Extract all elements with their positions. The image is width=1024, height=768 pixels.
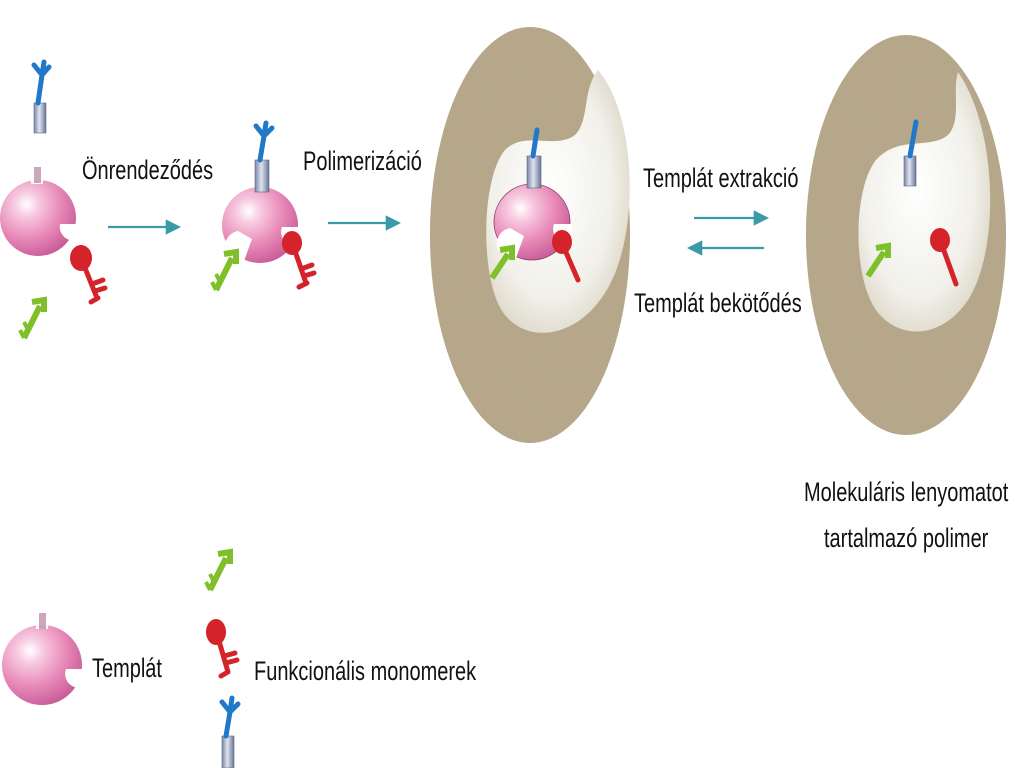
product-label-line2: tartalmazó polimer <box>824 523 988 553</box>
step-label-template-extraction: Templát extrakció <box>643 163 798 193</box>
green-monomer-icon <box>212 252 236 290</box>
step-label-template-binding: Templát bekötődés <box>634 288 802 318</box>
legend-green-monomer-icon <box>206 552 230 590</box>
step-label-polymerization: Polimerizáció <box>303 146 422 176</box>
stage-2-complex <box>212 123 314 290</box>
stage-3-polymer-with-template <box>430 27 630 443</box>
stage-1-components <box>0 62 105 338</box>
blue-monomer-icon <box>34 62 49 133</box>
legend-label-functional-monomers: Funkcionális monomerek <box>254 656 476 686</box>
red-monomer-icon <box>282 231 314 287</box>
legend-blue-monomer-icon <box>222 698 238 768</box>
legend-label-template: Templát <box>92 653 162 683</box>
green-monomer-icon <box>20 300 44 338</box>
product-label-line1: Molekuláris lenyomatot <box>804 477 1008 507</box>
stage-4-imprinted-polymer <box>806 35 1006 435</box>
step-label-self-assembly: Önrendeződés <box>82 155 213 185</box>
template-sphere-icon <box>0 162 78 256</box>
blue-monomer-icon <box>255 123 272 192</box>
legend-red-monomer-icon <box>206 619 237 676</box>
red-monomer-icon <box>70 245 105 302</box>
legend-template-icon <box>2 607 84 705</box>
